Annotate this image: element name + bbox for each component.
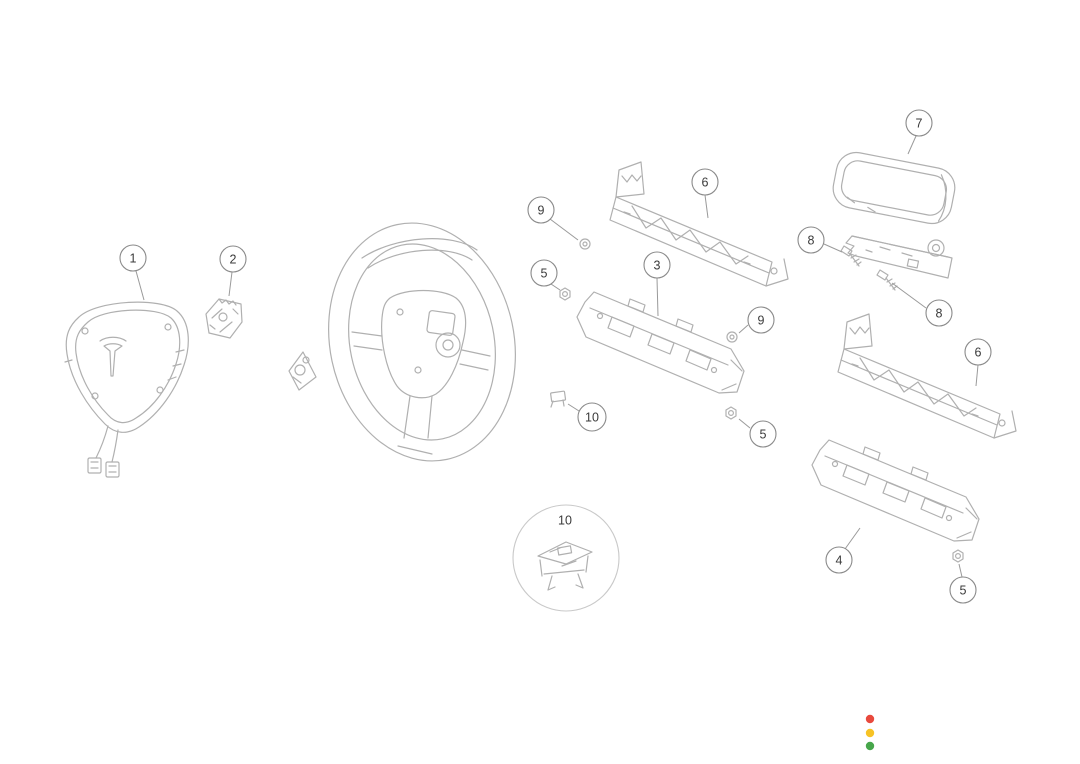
callout-number: 3 xyxy=(654,259,661,273)
callout-number: 5 xyxy=(960,584,967,598)
callout-bubble xyxy=(949,576,977,604)
yellow-dot xyxy=(865,728,875,738)
leader-line xyxy=(958,563,963,578)
part-drawing-rail-lower xyxy=(837,313,1017,439)
callout-number: 10 xyxy=(585,411,599,425)
part-drawing-switch xyxy=(205,298,243,339)
callout-bubble xyxy=(749,420,777,448)
callout-number: 4 xyxy=(836,554,843,568)
steering-wheel-drawing xyxy=(328,222,516,462)
callout-number: 1 xyxy=(130,252,137,266)
callout-3[interactable]: 3 xyxy=(643,251,671,279)
callout-number: 8 xyxy=(936,307,943,321)
callout-5-lower[interactable]: 5 xyxy=(949,576,977,604)
callout-10-main[interactable]: 10 xyxy=(577,402,607,432)
callout-number: 9 xyxy=(758,314,765,328)
diagram-art xyxy=(64,151,1017,612)
leader-line xyxy=(907,135,917,155)
part-drawing-nut-middle xyxy=(725,406,737,420)
callout-7[interactable]: 7 xyxy=(905,109,933,137)
callout-number: 7 xyxy=(916,117,923,131)
detail-view-clip xyxy=(512,504,620,612)
callout-bubble xyxy=(797,226,825,254)
leader-line xyxy=(738,324,749,334)
callout-bubble xyxy=(119,244,147,272)
leader-lines xyxy=(135,135,979,578)
status-dots xyxy=(865,714,875,751)
callout-5-middle[interactable]: 5 xyxy=(749,420,777,448)
part-drawing-trim-clip xyxy=(288,351,317,391)
callout-number: 6 xyxy=(975,346,982,360)
callout-bubble xyxy=(530,259,558,287)
leader-line xyxy=(823,243,843,253)
part-drawing-passenger-airbag xyxy=(832,151,956,225)
part-drawing-passenger-airbag-bracket xyxy=(845,235,953,279)
part-drawing-washer-lower xyxy=(726,331,738,343)
callout-bubble xyxy=(219,245,247,273)
callout-4[interactable]: 4 xyxy=(825,546,853,574)
callout-bubble xyxy=(577,402,607,432)
red-dot xyxy=(865,714,875,724)
callout-bubble xyxy=(964,338,992,366)
callout-9-upper[interactable]: 9 xyxy=(527,196,555,224)
callout-number: 2 xyxy=(230,253,237,267)
leader-line xyxy=(656,277,659,317)
callout-bubble xyxy=(691,168,719,196)
callout-8-left[interactable]: 8 xyxy=(797,226,825,254)
part-drawing-nut-upper xyxy=(559,287,571,301)
part-drawing-washer-upper xyxy=(579,238,591,250)
callout-number: 10 xyxy=(558,514,572,528)
leader-line xyxy=(550,283,561,291)
callout-bubble xyxy=(527,196,555,224)
green-dot xyxy=(865,741,875,751)
callout-1[interactable]: 1 xyxy=(119,244,147,272)
callouts: 1 2 9 5 6 3 9 10 xyxy=(119,109,992,604)
part-drawing-driver-airbag xyxy=(64,301,189,478)
callout-bubble xyxy=(825,546,853,574)
part-drawing-bracket-4 xyxy=(811,439,980,542)
callout-9-lower[interactable]: 9 xyxy=(747,306,775,334)
leader-line xyxy=(738,418,751,429)
callout-bubble xyxy=(747,306,775,334)
callout-6-lower[interactable]: 6 xyxy=(964,338,992,366)
callout-number: 9 xyxy=(538,204,545,218)
leader-line xyxy=(135,270,145,301)
callout-number: 5 xyxy=(760,428,767,442)
callout-number: 6 xyxy=(702,176,709,190)
callout-8-right[interactable]: 8 xyxy=(925,299,953,327)
callout-bubble xyxy=(925,299,953,327)
part-drawing-clip-small xyxy=(550,390,567,408)
leader-line xyxy=(975,364,979,387)
leader-line xyxy=(549,218,579,241)
leader-line xyxy=(844,527,861,550)
callout-bubble xyxy=(905,109,933,137)
callout-2[interactable]: 2 xyxy=(219,245,247,273)
part-drawing-bracket-3 xyxy=(576,291,745,394)
callout-number: 8 xyxy=(808,234,815,248)
part-drawing-nut-lower xyxy=(952,549,964,563)
callout-number: 5 xyxy=(541,267,548,281)
leader-line xyxy=(567,403,580,412)
callout-10-detail[interactable]: 10 xyxy=(558,514,572,528)
part-drawing-screw-right xyxy=(876,269,898,291)
leader-line xyxy=(704,194,709,219)
callout-6-upper[interactable]: 6 xyxy=(691,168,719,196)
leader-line xyxy=(891,282,927,309)
leader-line xyxy=(228,271,233,297)
callout-bubble xyxy=(643,251,671,279)
callout-5-upper[interactable]: 5 xyxy=(530,259,558,287)
